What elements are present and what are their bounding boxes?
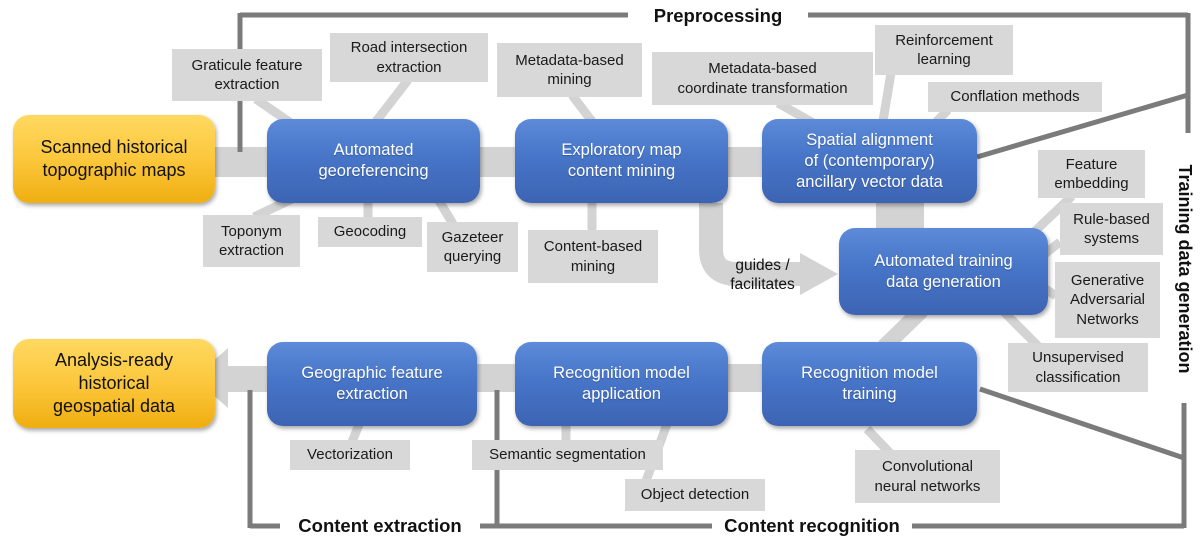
method-label-graticule-feature-extraction: Graticule feature extraction [172, 49, 322, 101]
method-label-reinforcement-learning: Reinforcement learning [875, 25, 1013, 75]
method-label-unsupervised-classification: Unsupervised classification [1008, 343, 1148, 392]
method-label-metadata-coordinate-transformation: Metadata-based coordinate transformation [652, 52, 873, 105]
section-title-training-data-generation: Training data generation [1175, 164, 1196, 374]
section-title-preprocessing: Preprocessing [628, 3, 808, 28]
flow-label-guides-facilitates: guides / facilitates [730, 257, 795, 293]
io-node-scanned-maps: Scanned historical topographic maps [13, 115, 215, 203]
process-node-geographic-feature-extraction: Geographic feature extraction [267, 342, 477, 426]
method-label-convolutional-neural-networks: Convolutional neural networks [855, 450, 1000, 503]
process-node-recognition-model-training: Recognition model training [762, 342, 977, 426]
method-label-metadata-based-mining: Metadata-based mining [497, 43, 642, 97]
method-label-generative-adversarial-networks: Generative Adversarial Networks [1055, 262, 1160, 338]
spatial-to-training-connector [876, 203, 924, 230]
flow-arrow-guides [699, 203, 838, 295]
process-node-exploratory-map-content-mining: Exploratory map content mining [515, 119, 728, 203]
method-label-geocoding: Geocoding [318, 217, 422, 247]
flow-connectors [194, 147, 924, 408]
section-title-content-recognition: Content recognition [712, 513, 912, 539]
process-node-recognition-model-application: Recognition model application [515, 342, 728, 426]
process-node-automated-georeferencing: Automated georeferencing [267, 119, 480, 203]
method-label-content-based-mining: Content-based mining [528, 230, 658, 283]
method-label-toponym-extraction: Toponym extraction [203, 215, 300, 267]
process-node-spatial-alignment: Spatial alignment of (contemporary) anci… [762, 119, 977, 203]
io-node-analysis-ready-data: Analysis-ready historical geospatial dat… [13, 339, 215, 428]
method-label-feature-embedding: Feature embedding [1038, 150, 1145, 198]
method-label-vectorization: Vectorization [290, 440, 410, 470]
method-label-rule-based-systems: Rule-based systems [1060, 203, 1163, 255]
method-label-road-intersection-extraction: Road intersection extraction [330, 33, 488, 82]
method-label-conflation-methods: Conflation methods [928, 82, 1102, 112]
method-label-object-detection: Object detection [625, 479, 765, 511]
section-title-content-extraction: Content extraction [280, 513, 480, 539]
process-node-automated-training-data-generation: Automated training data generation [839, 228, 1048, 315]
method-label-semantic-segmentation: Semantic segmentation [472, 440, 663, 470]
method-label-gazeteer-querying: Gazeteer querying [427, 222, 518, 272]
